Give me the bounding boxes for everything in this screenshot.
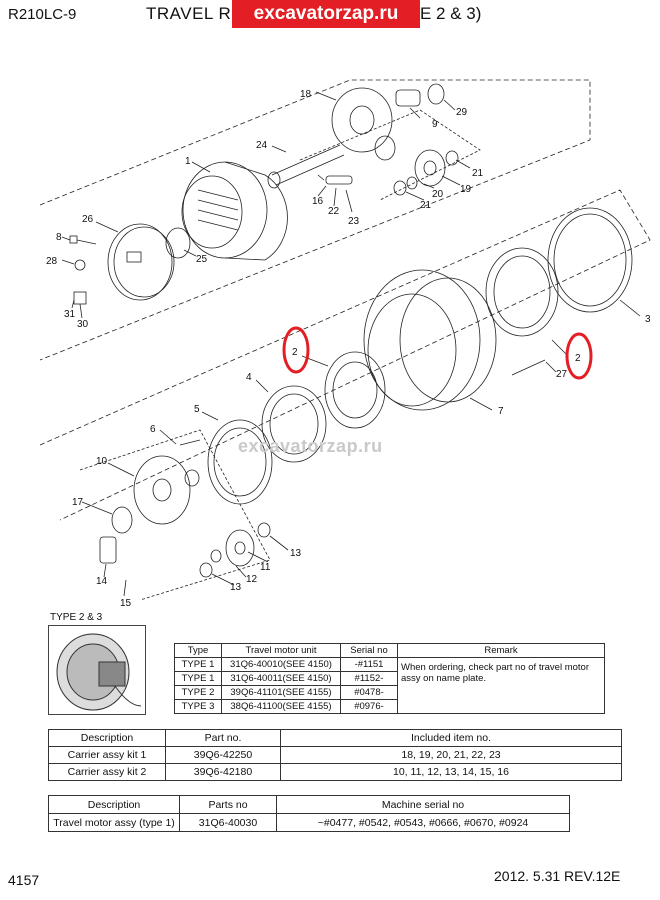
callout-29: 29 bbox=[456, 107, 468, 118]
type-table-header: Remark bbox=[397, 643, 605, 658]
table-row: Carrier assy kit 2 39Q6-42180 10, 11, 12… bbox=[48, 763, 622, 781]
callout-15: 15 bbox=[120, 598, 132, 609]
revision-date: 2012. 5.31 REV.12E bbox=[494, 868, 621, 884]
callout-5: 5 bbox=[194, 404, 200, 415]
callout-27: 27 bbox=[556, 369, 568, 380]
bearing-part-left bbox=[324, 351, 386, 429]
type-table-header: Serial no bbox=[340, 643, 398, 658]
page-title: TRAVEL R bbox=[146, 4, 232, 23]
callout-4: 4 bbox=[246, 372, 252, 383]
callout-20: 20 bbox=[432, 189, 444, 200]
motor-table-header: Machine serial no bbox=[276, 795, 570, 814]
lower-planet-gear-part bbox=[225, 529, 255, 567]
hub-part bbox=[363, 269, 497, 411]
callout-23: 23 bbox=[348, 216, 360, 227]
callout-21-upper: 21 bbox=[472, 168, 484, 179]
callout-31: 31 bbox=[64, 309, 76, 320]
kit-table-header: Included item no. bbox=[280, 729, 622, 747]
table-row: TYPE 1 31Q6-40011(SEE 4150) #1152- bbox=[174, 671, 605, 686]
table-row: Travel motor assy (type 1) 31Q6-40030 ~#… bbox=[48, 813, 570, 832]
carrier-part bbox=[331, 87, 396, 161]
kit-table-header: Part no. bbox=[165, 729, 281, 747]
bolt-part bbox=[69, 235, 97, 245]
callout-24: 24 bbox=[256, 140, 268, 151]
callout-10: 10 bbox=[96, 456, 108, 467]
callout-14: 14 bbox=[96, 576, 108, 587]
cover-plate-part bbox=[107, 223, 175, 301]
floating-seal-ring-part bbox=[547, 207, 633, 313]
highlight-circle-right bbox=[565, 332, 593, 380]
ring-gear-plate-part bbox=[207, 419, 273, 505]
callout-30: 30 bbox=[77, 319, 89, 330]
needle-bearing-part bbox=[395, 89, 421, 107]
ring-bolt-part bbox=[179, 439, 201, 446]
callout-16: 16 bbox=[312, 196, 324, 207]
motor-table-header: Description bbox=[48, 795, 180, 814]
carrier-kit-table: Description Part no. Included item no. C… bbox=[48, 729, 622, 781]
page-number: 4157 bbox=[8, 872, 40, 888]
watermark-text: excavatorzap.ru bbox=[238, 436, 383, 456]
callout-21-lower: 21 bbox=[420, 200, 432, 211]
o-ring-part bbox=[165, 227, 191, 259]
callout-6: 6 bbox=[150, 424, 156, 435]
model-label: R210LC-9 bbox=[8, 6, 77, 23]
lower-carrier-part bbox=[133, 455, 200, 525]
kit-table-header: Description bbox=[48, 729, 166, 747]
upper-group-outline bbox=[39, 79, 591, 361]
plug-part bbox=[74, 259, 86, 271]
remark-cell: When ordering, check part no of travel m… bbox=[397, 657, 605, 714]
hub-bolt-part bbox=[511, 359, 546, 376]
callout-11: 11 bbox=[260, 562, 271, 573]
callout-13-lower: 13 bbox=[230, 582, 242, 593]
bearing-part-right bbox=[485, 247, 559, 337]
lower-group-outline bbox=[39, 189, 651, 521]
motor-table-header: Parts no bbox=[179, 795, 277, 814]
type-table-header: Type bbox=[174, 643, 222, 658]
table-row: Carrier assy kit 1 39Q6-42250 18, 19, 20… bbox=[48, 746, 622, 764]
callout-28: 28 bbox=[46, 256, 58, 267]
planet-gear-part bbox=[414, 149, 446, 187]
callout-8: 8 bbox=[56, 232, 62, 243]
page-title-suffix: E 2 & 3) bbox=[420, 4, 482, 23]
callout-18: 18 bbox=[300, 89, 312, 100]
callout-2-right: 2 bbox=[575, 353, 581, 364]
callout-22: 22 bbox=[328, 206, 340, 217]
callout-13-upper: 13 bbox=[290, 548, 302, 559]
type-table-header: Travel motor unit bbox=[221, 643, 341, 658]
callout-19: 19 bbox=[460, 184, 472, 195]
type-image-label: TYPE 2 & 3 bbox=[50, 612, 103, 623]
callout-12: 12 bbox=[246, 574, 258, 585]
watermark-banner: excavatorzap.ru bbox=[232, 0, 420, 28]
table-row: TYPE 1 31Q6-40010(SEE 4150) -#1151 When … bbox=[174, 657, 605, 714]
callout-1: 1 bbox=[185, 156, 191, 167]
drive-shaft-part bbox=[267, 144, 345, 189]
pin-part bbox=[99, 536, 117, 564]
callout-3: 3 bbox=[645, 314, 651, 325]
callout-7: 7 bbox=[498, 406, 504, 417]
callout-2-left: 2 bbox=[292, 347, 298, 358]
callout-9: 9 bbox=[432, 119, 438, 130]
highlight-circle-left bbox=[282, 326, 310, 374]
callout-17: 17 bbox=[72, 497, 84, 508]
travel-motor-table: Description Parts no Machine serial no T… bbox=[48, 795, 570, 832]
snap-ring-part bbox=[427, 83, 445, 105]
callout-26: 26 bbox=[82, 214, 94, 225]
table-row: TYPE 3 38Q6-41100(SEE 4155) #0976- bbox=[174, 699, 605, 714]
exploded-parts-diagram: 1 2 2 3 4 5 6 7 8 9 10 11 12 13 13 14 15… bbox=[39, 79, 651, 609]
type-2-3-thumbnail bbox=[48, 625, 146, 715]
type-table: Type Travel motor unit Serial no Remark … bbox=[174, 643, 605, 714]
name-plate-part bbox=[73, 291, 87, 305]
thrust-plate-part bbox=[261, 385, 327, 463]
callout-25: 25 bbox=[196, 254, 208, 265]
drum-housing-part bbox=[181, 161, 288, 261]
sun-gear-part bbox=[111, 506, 133, 534]
